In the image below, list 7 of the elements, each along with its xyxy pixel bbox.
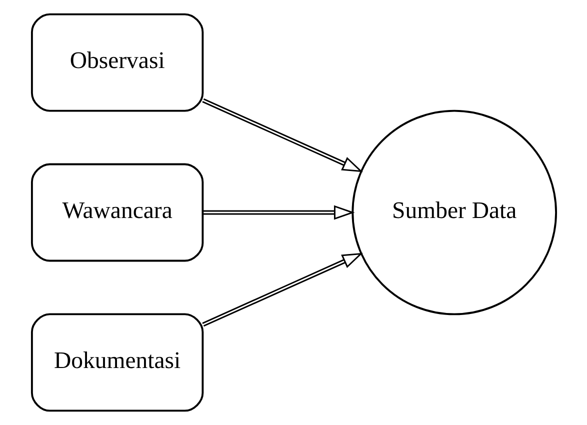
node-box: Dokumentasi bbox=[30, 313, 204, 412]
node-box: Observasi bbox=[30, 13, 204, 112]
arrow bbox=[202, 205, 354, 220]
arrow bbox=[202, 98, 363, 172]
node-circle: Sumber Data bbox=[351, 110, 557, 316]
arrow bbox=[202, 252, 363, 327]
node-box: Wawancara bbox=[30, 163, 204, 262]
